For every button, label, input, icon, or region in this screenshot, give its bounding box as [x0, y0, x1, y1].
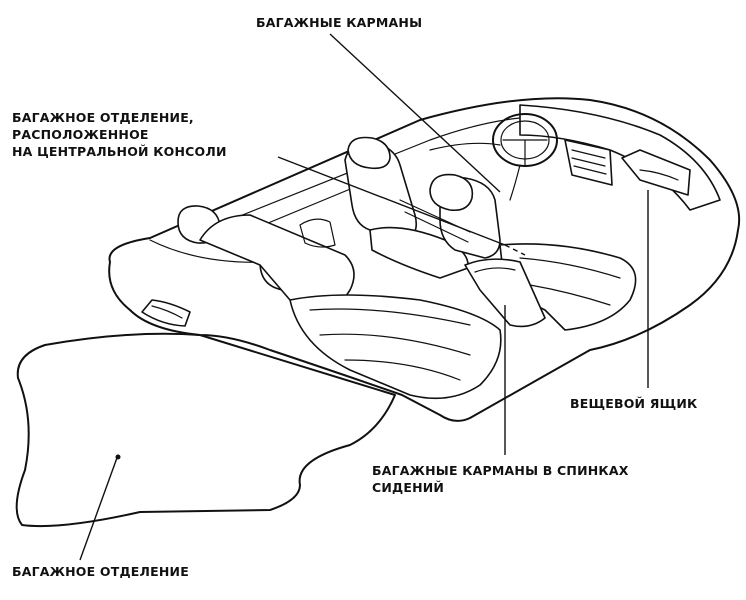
front-right-headrest [429, 173, 474, 212]
side-sill-line [204, 117, 521, 231]
front-right-seat-cushion [499, 243, 637, 331]
leader-cargo-pockets [329, 33, 501, 193]
label-console-line-2: РАСПОЛОЖЕННОЕ [12, 127, 149, 142]
front-left-seat-cushion [369, 226, 469, 279]
label-console-line-1: БАГАЖНОЕ ОТДЕЛЕНИЕ, [12, 110, 194, 125]
vent-lines [571, 149, 607, 175]
leader-trunk [79, 454, 119, 561]
glove-box-handle [639, 169, 679, 181]
label-console-compartment: БАГАЖНОЕ ОТДЕЛЕНИЕ, РАСПОЛОЖЕННОЕ НА ЦЕН… [12, 109, 227, 160]
steering-wheel [492, 113, 558, 167]
leader-console-dashed [504, 244, 526, 256]
front-left-headrest [347, 136, 391, 170]
leader-dot [115, 454, 121, 460]
label-glove-box: ВЕЩЕВОЙ ЯЩИК [570, 396, 698, 411]
label-cargo-pockets: БАГАЖНЫЕ КАРМАНЫ [256, 15, 423, 30]
trunk-floor-panel [15, 332, 396, 528]
rear-seat-back [199, 214, 355, 321]
label-seatback-line-1: БАГАЖНЫЕ КАРМАНЫ В СПИНКАХ [372, 463, 629, 478]
seatback-pocket-panel [464, 258, 546, 328]
rear-seat-seams [309, 308, 471, 381]
label-seatback-pockets: БАГАЖНЫЕ КАРМАНЫ В СПИНКАХ СИДЕНИЙ [372, 462, 629, 496]
rear-armrest [299, 218, 336, 248]
label-trunk: БАГАЖНОЕ ОТДЕЛЕНИЕ [12, 564, 189, 579]
pocket-stitch [474, 267, 516, 273]
front-right-cushion-seams [519, 257, 621, 306]
label-console-line-3: НА ЦЕНТРАЛЬНОЙ КОНСОЛИ [12, 144, 227, 159]
leader-console-compartment [277, 156, 506, 246]
label-seatback-line-2: СИДЕНИЙ [372, 480, 445, 495]
steering-column [509, 164, 521, 201]
trunk-latch-detail [151, 305, 183, 319]
steering-spokes [502, 139, 548, 166]
